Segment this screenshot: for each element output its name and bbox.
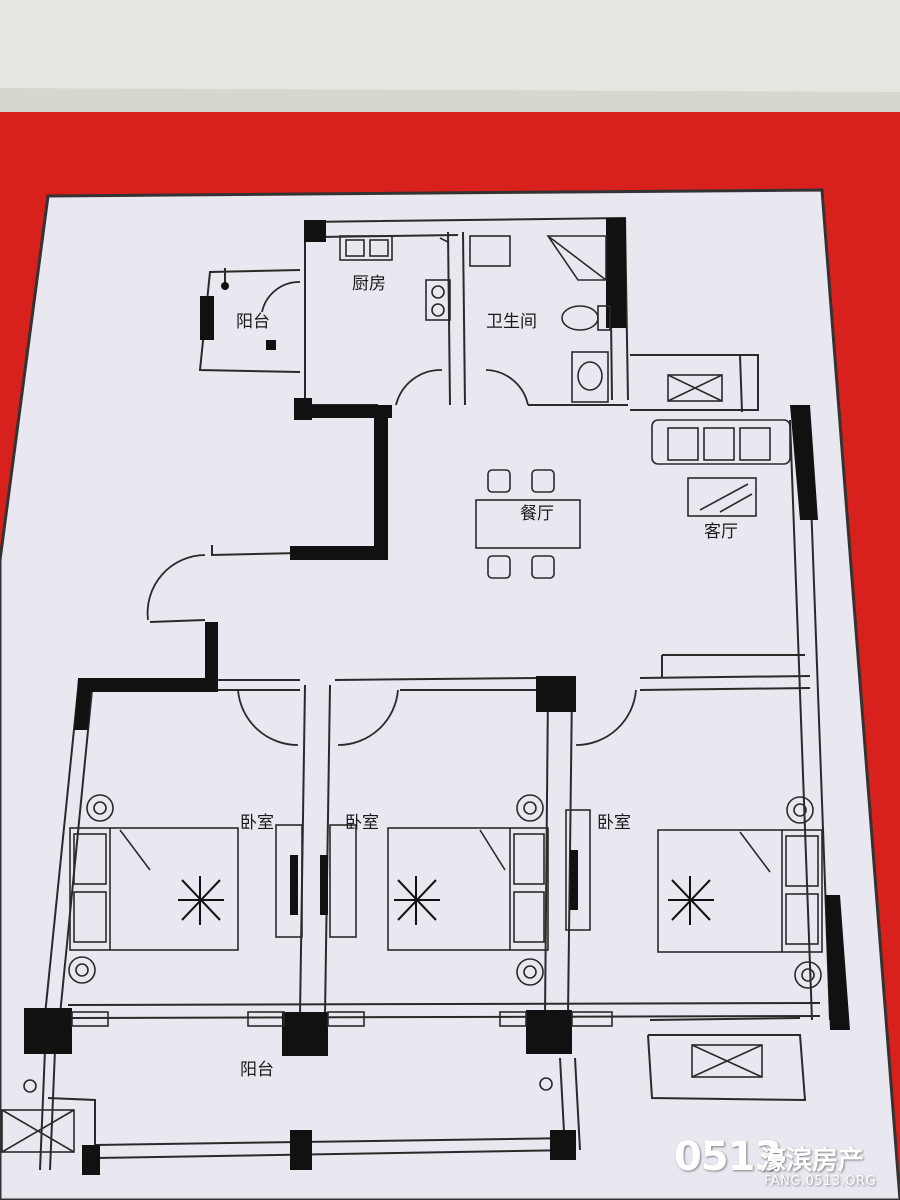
door-arcs xyxy=(146,281,637,746)
room-label-balcony-large: 阳台 xyxy=(240,1060,274,1080)
room-label-bedroom-3: 卧室 xyxy=(597,813,631,833)
dining-set xyxy=(475,469,581,579)
room-label-kitchen: 厨房 xyxy=(352,274,386,294)
window-frames xyxy=(23,1011,613,1093)
solid-walls xyxy=(24,218,850,1175)
room-label-bathroom: 卫生间 xyxy=(486,312,537,332)
living-furniture xyxy=(651,419,791,517)
watermark: 0513 濠滨房产 FANG.0513.ORG xyxy=(672,1134,892,1194)
kitchen-fixtures xyxy=(339,235,451,321)
watermark-url: FANG.0513.ORG xyxy=(764,1174,877,1189)
bathroom-fixtures xyxy=(469,235,611,403)
room-label-bedroom-1: 卧室 xyxy=(240,813,274,833)
bed-pillows xyxy=(178,876,714,925)
room-label-bedroom-2: 卧室 xyxy=(345,813,379,833)
watermark-number: 0513 xyxy=(674,1134,782,1180)
bedside-tables xyxy=(68,794,822,989)
bedroom-furniture xyxy=(69,809,823,953)
paper-sheet xyxy=(0,188,900,1200)
wardrobe-handles xyxy=(290,850,578,915)
watermark-name: 濠滨房产 xyxy=(760,1146,865,1176)
small-balcony-details xyxy=(200,282,276,350)
room-label-dining: 餐厅 xyxy=(520,504,554,524)
ac-units xyxy=(1,374,763,1153)
room-label-living: 客厅 xyxy=(704,522,738,542)
room-label-balcony-small: 阳台 xyxy=(236,312,270,332)
